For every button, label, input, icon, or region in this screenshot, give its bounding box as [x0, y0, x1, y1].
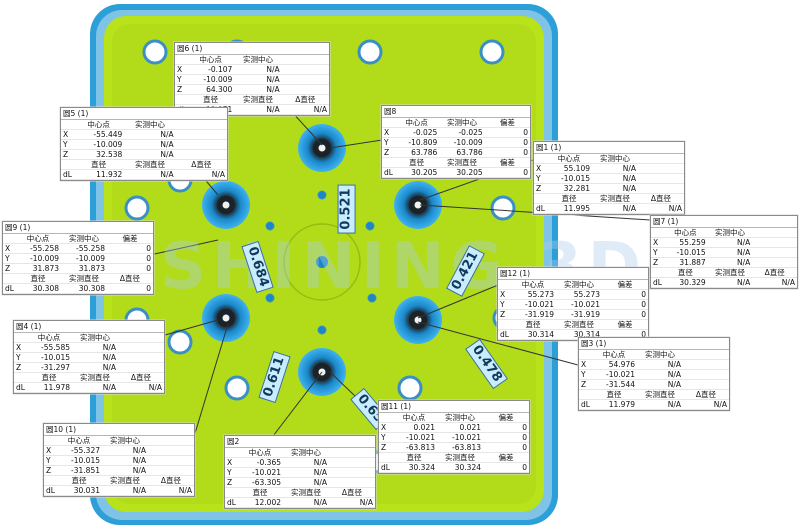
mounting-hole [265, 293, 275, 303]
mounting-hole [365, 221, 375, 231]
mounting-hole [367, 293, 377, 303]
mounting-hole [490, 195, 516, 221]
panel-title: 圆1 (1) [534, 142, 684, 154]
center-ring [283, 223, 361, 301]
mounting-hole [479, 39, 505, 65]
mounting-hole [142, 39, 168, 65]
panel-title: 圆6 (1) [175, 43, 329, 55]
mounting-hole [265, 221, 275, 231]
center-hub [316, 256, 328, 268]
mounting-hole [224, 375, 250, 401]
mounting-hole [357, 39, 383, 65]
panel-title: 圆7 (1) [651, 216, 797, 228]
panel-title: 圆4 (1) [14, 321, 164, 333]
measured-bore [298, 124, 346, 172]
panel-title: 圆11 (1) [379, 401, 529, 413]
callout-0-521: 0.521 [337, 184, 356, 234]
measured-bore [202, 181, 250, 229]
measured-bore [394, 181, 442, 229]
measured-bore [394, 296, 442, 344]
panel-title: 圆9 (1) [3, 222, 153, 234]
panel-title: 圆8 [382, 106, 530, 118]
mounting-hole [317, 325, 327, 335]
panel-title: 圆10 (1) [44, 424, 194, 436]
panel-title: 圆2 [225, 436, 375, 448]
panel-title: 圆5 (1) [61, 108, 227, 120]
measured-bore [202, 294, 250, 342]
panel-title: 圆3 (1) [579, 338, 729, 350]
panel-title: 圆12 (1) [498, 268, 648, 280]
mounting-hole [167, 329, 193, 355]
mounting-hole [317, 190, 327, 200]
large-holes [202, 124, 442, 396]
mounting-hole [124, 195, 150, 221]
mounting-hole [397, 375, 423, 401]
